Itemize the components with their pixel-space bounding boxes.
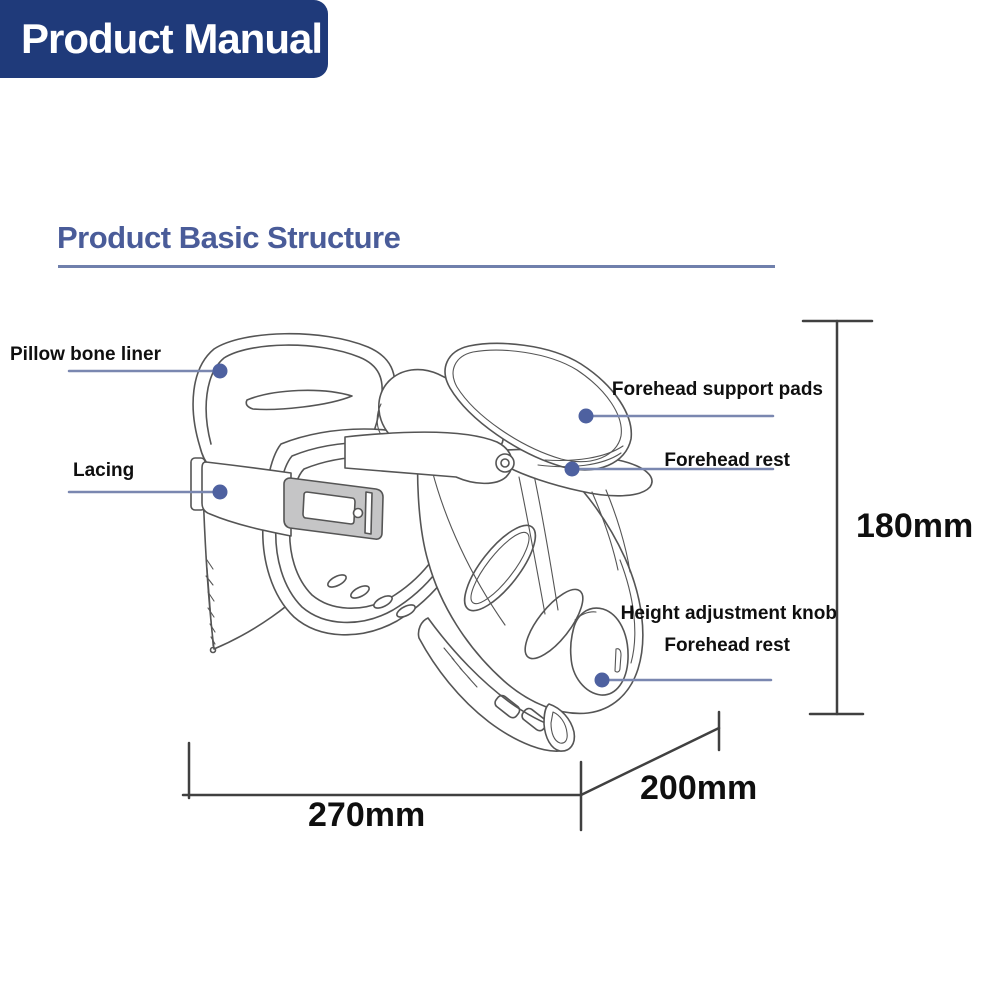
page-title: Product Manual	[21, 15, 323, 62]
lacing-strap	[190, 457, 292, 537]
label-pillow-bone-liner: Pillow bone liner	[10, 344, 161, 365]
leader-dot-pads	[578, 408, 594, 424]
leader-dot-pillow	[212, 363, 228, 379]
section-title: Product Basic Structure	[57, 220, 401, 255]
bracket-arm	[344, 431, 515, 485]
dimension-height: 180mm	[856, 507, 974, 545]
dimension-width: 270mm	[308, 796, 426, 834]
label-forehead-support-pads: Forehead support pads	[611, 379, 823, 400]
leader-dot-rest-upper	[564, 461, 580, 477]
label-forehead-rest-upper: Forehead rest	[664, 450, 790, 471]
label-forehead-rest-lower: Forehead rest	[664, 635, 790, 656]
leader-dot-knob	[594, 672, 610, 688]
leader-lines	[67, 363, 775, 688]
leader-dot-lacing	[212, 484, 228, 500]
header-banner: Product Manual	[0, 0, 328, 78]
bottom-strap	[417, 617, 576, 752]
forehead-pad	[444, 342, 633, 471]
height-knob	[569, 607, 629, 696]
dimension-depth: 200mm	[640, 769, 758, 807]
section-underline	[58, 265, 775, 268]
label-lacing: Lacing	[73, 460, 135, 481]
label-height-adjustment-knob: Height adjustment knob	[620, 603, 837, 624]
buckle	[283, 477, 384, 540]
dimension-lines	[181, 319, 874, 832]
